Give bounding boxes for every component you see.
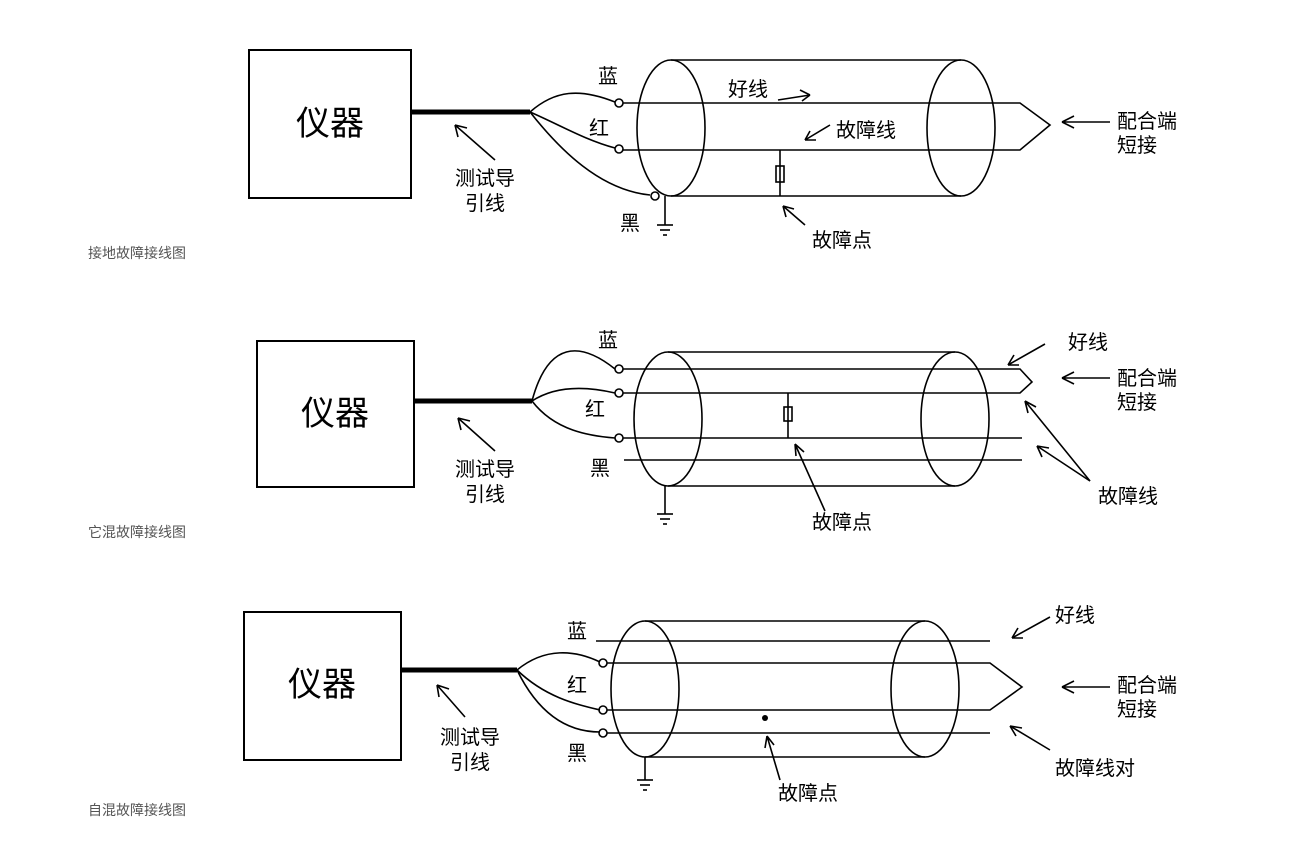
black-label: 黑 bbox=[620, 211, 640, 235]
blue-label: 蓝 bbox=[567, 619, 587, 643]
cable-near-end bbox=[633, 351, 703, 487]
instrument-box bbox=[256, 340, 415, 488]
shorted-pair-loop bbox=[607, 662, 1024, 711]
test-lead-label-2: 引线 bbox=[450, 750, 490, 774]
short-label: 短接 bbox=[1117, 697, 1157, 721]
fault-point-dot bbox=[762, 715, 768, 721]
good-wire-arrow bbox=[777, 89, 811, 102]
black-clip bbox=[598, 728, 608, 738]
instrument-label: 仪器 bbox=[288, 665, 356, 705]
test-lead-label: 测试导 bbox=[440, 725, 500, 749]
test-lead-label-2: 引线 bbox=[465, 482, 505, 506]
good-wire-label: 好线 bbox=[728, 77, 768, 101]
red-label: 红 bbox=[585, 397, 605, 421]
far-end-arrow bbox=[1061, 680, 1110, 694]
blue-label: 蓝 bbox=[598, 328, 618, 352]
black-clip-wire bbox=[529, 111, 651, 196]
fault-resistor bbox=[775, 165, 785, 183]
far-end-label: 配合端 bbox=[1117, 366, 1177, 390]
black-label: 黑 bbox=[567, 741, 587, 765]
black-clip-wire bbox=[531, 400, 616, 439]
fault-point-arrow bbox=[782, 205, 806, 226]
far-end-label: 配合端 bbox=[1117, 673, 1177, 697]
good-wire-arrow bbox=[1007, 343, 1046, 366]
red-label: 红 bbox=[567, 673, 587, 697]
blue-clip-wire bbox=[531, 350, 616, 402]
fault-wire-label: 故障线对 bbox=[1055, 756, 1135, 780]
cross-fault-drawing: 仪器 蓝 红 黑 好线 故障线 故障点 配合端 短接 测试导 bbox=[256, 328, 1177, 534]
fault-wire-label: 故障线 bbox=[836, 118, 896, 142]
diagram-cross-fault: 仪器 蓝 红 黑 好线 故障线 故障点 配合端 短接 测试导 bbox=[0, 281, 1297, 562]
caption: 接地故障接线图 bbox=[88, 246, 186, 262]
black-clip bbox=[650, 191, 660, 201]
lead-arrow bbox=[457, 417, 496, 452]
fault-point-label: 故障点 bbox=[812, 510, 872, 534]
far-end-label: 配合端 bbox=[1117, 109, 1177, 133]
red-clip-wire bbox=[516, 669, 601, 711]
instrument-box bbox=[243, 611, 402, 761]
caption: 它混故障接线图 bbox=[88, 525, 186, 541]
ground-fault-drawing: 仪器 蓝 红 黑 好线 故障线 故障点 bbox=[248, 49, 1177, 252]
instrument-box bbox=[248, 49, 412, 199]
shorted-pair-loop bbox=[623, 368, 1034, 394]
lead-arrow bbox=[436, 684, 466, 718]
caption: 自混故障接线图 bbox=[88, 803, 186, 819]
lead-arrow bbox=[454, 124, 496, 161]
blue-clip bbox=[614, 98, 624, 108]
diagram-ground-fault: 仪器 蓝 红 黑 好线 故障线 故障点 bbox=[0, 0, 1297, 281]
blue-clip bbox=[614, 364, 624, 374]
good-wire-label: 好线 bbox=[1055, 603, 1095, 627]
test-lead-label: 测试导 bbox=[455, 457, 515, 481]
shorted-pair-loop bbox=[623, 102, 1052, 151]
test-lead-label: 测试导 bbox=[455, 166, 515, 190]
good-wire-arrow bbox=[1011, 616, 1051, 639]
far-end-arrow bbox=[1061, 371, 1110, 385]
fault-point-label: 故障点 bbox=[778, 781, 838, 805]
red-label: 红 bbox=[589, 116, 609, 140]
diagram-self-fault: 仪器 蓝 红 黑 好线 故障线对 故障点 配合端 短接 测试导 引线 bbox=[0, 562, 1297, 843]
fault-wire-arrow-2 bbox=[1036, 445, 1091, 482]
black-clip bbox=[614, 433, 624, 443]
fault-point-arrow bbox=[794, 443, 826, 512]
far-end-arrow bbox=[1061, 115, 1110, 129]
fault-wire-label: 故障线 bbox=[1098, 484, 1158, 508]
red-clip-wire bbox=[529, 111, 616, 149]
good-wire-label: 好线 bbox=[1068, 330, 1108, 354]
instrument-label: 仪器 bbox=[296, 104, 364, 144]
black-clip-wire bbox=[516, 669, 601, 733]
fault-resistor bbox=[783, 406, 793, 422]
short-label: 短接 bbox=[1117, 133, 1157, 157]
short-label: 短接 bbox=[1117, 390, 1157, 414]
fault-wire-arrow bbox=[1009, 725, 1051, 751]
red-clip bbox=[614, 388, 624, 398]
cable-far-end bbox=[926, 59, 996, 197]
cable-near-end bbox=[636, 59, 706, 197]
fault-wire-arrow-1 bbox=[1024, 400, 1091, 482]
blue-clip-wire bbox=[529, 92, 616, 113]
fault-wire-arrow bbox=[804, 124, 831, 141]
blue-clip-wire bbox=[516, 652, 601, 671]
instrument-label: 仪器 bbox=[301, 394, 369, 434]
fault-point-label: 故障点 bbox=[812, 228, 872, 252]
red-clip bbox=[614, 144, 624, 154]
test-lead-label-2: 引线 bbox=[465, 191, 505, 215]
cable-far-end bbox=[920, 351, 990, 487]
red-clip-wire bbox=[531, 387, 616, 402]
blue-clip bbox=[598, 658, 608, 668]
self-fault-drawing: 仪器 蓝 红 黑 好线 故障线对 故障点 配合端 短接 测试导 引线 bbox=[243, 603, 1177, 805]
blue-label: 蓝 bbox=[598, 64, 618, 88]
red-clip bbox=[598, 705, 608, 715]
fault-point-arrow bbox=[764, 735, 781, 781]
black-label: 黑 bbox=[590, 456, 610, 480]
